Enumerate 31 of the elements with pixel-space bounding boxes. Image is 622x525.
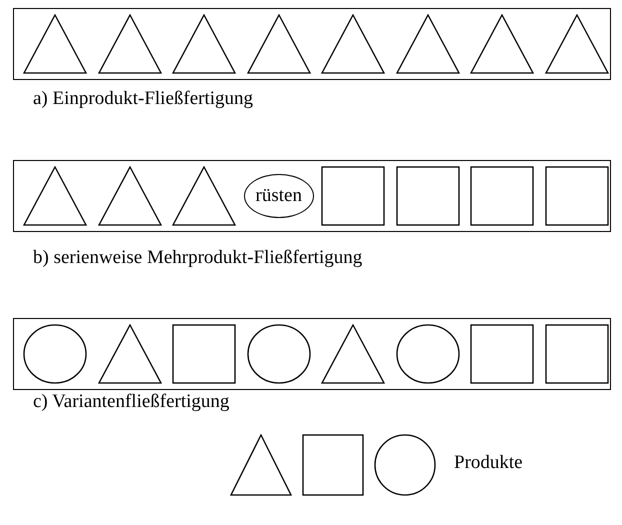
triangle-shape [98,324,162,384]
square-shape [544,324,609,384]
process-ellipse: rüsten [244,174,314,218]
triangle-shape [321,14,386,74]
square-shape [172,324,236,384]
square-shape [470,324,534,384]
triangle-shape [23,14,88,74]
triangle-shape [172,166,236,226]
square-shape [321,166,386,226]
triangle-shape [172,14,236,74]
circle-shape [23,324,88,384]
triangle-shape [544,14,609,74]
triangle-shape [321,324,386,384]
triangle-shape [396,14,460,74]
circle-shape [396,324,460,384]
triangle-shape [470,14,534,74]
circle-shape [246,324,311,384]
square-shape [396,166,460,226]
square-shape [302,434,364,496]
triangle-shape [98,14,162,74]
circle-shape [374,434,436,496]
triangle-shape [246,14,311,74]
band-label: c) Variantenfließfertigung [33,391,230,413]
band-label: a) Einprodukt-Fließfertigung [33,88,254,110]
square-shape [470,166,534,226]
square-shape [544,166,609,226]
triangle-shape [98,166,162,226]
band-label: b) serienweise Mehrprodukt-Fließfertigung [33,247,362,269]
text-label: Produkte [454,452,523,474]
triangle-shape [230,434,292,496]
triangle-shape [23,166,88,226]
